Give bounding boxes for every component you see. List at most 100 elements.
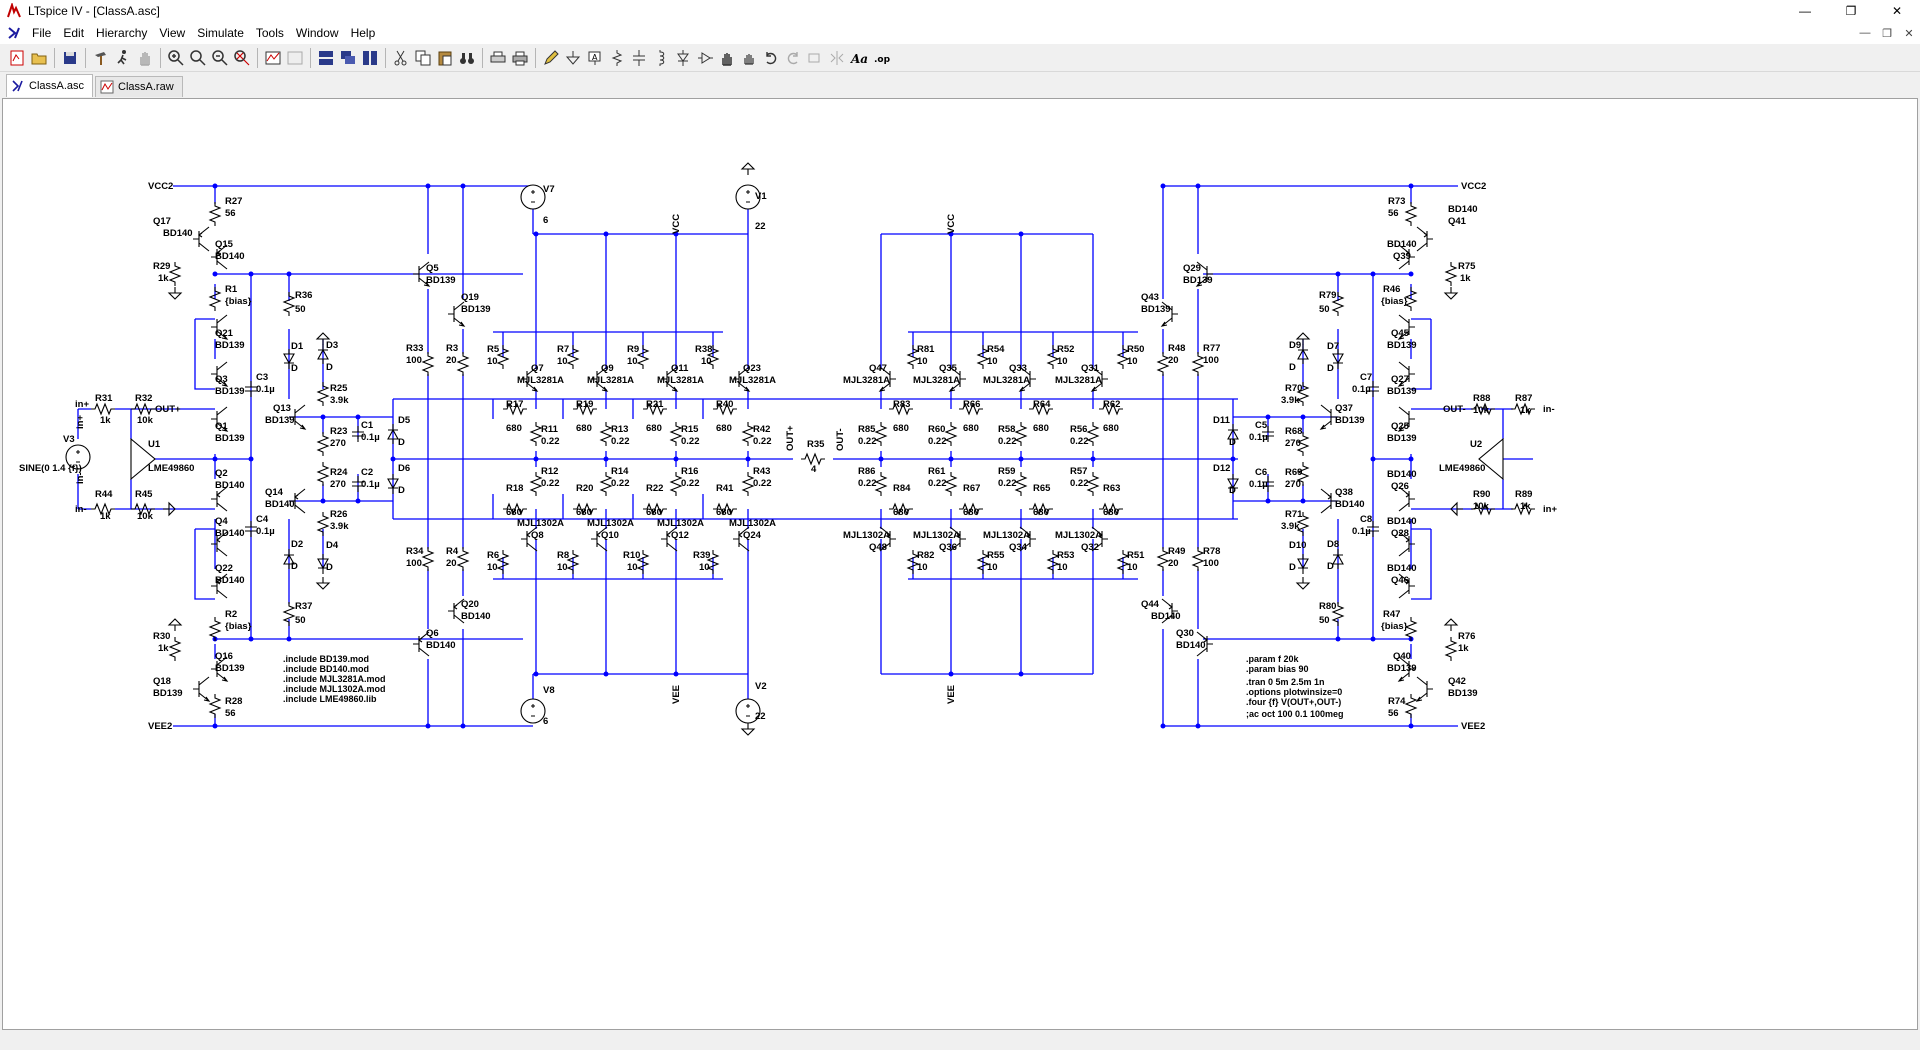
halt-button[interactable] — [134, 47, 156, 69]
capacitor-button[interactable] — [628, 47, 650, 69]
zoom-in-button[interactable] — [165, 47, 187, 69]
component-designator: Q26 — [1391, 481, 1409, 492]
component-value: 100 — [1203, 355, 1219, 366]
component-designator: R16 — [681, 466, 698, 477]
component-designator: R58 — [998, 424, 1015, 435]
toolbar-separator — [257, 47, 258, 68]
text-button[interactable]: Aa — [848, 47, 870, 69]
component-value: 270 — [1285, 479, 1301, 490]
mirror-button[interactable] — [826, 47, 848, 69]
net-labels: VCC2 VEE2 VCC2 VEE2 VCC VEE VCC VEE OUT+… — [75, 181, 1557, 732]
component-designator: R19 — [576, 399, 593, 410]
control-panel-button[interactable] — [90, 47, 112, 69]
find-button[interactable] — [456, 47, 478, 69]
drag-button[interactable] — [738, 47, 760, 69]
printer-icon — [490, 51, 506, 62]
component-designator: Q2 — [215, 468, 228, 479]
resistor-button[interactable] — [606, 47, 628, 69]
component-value: 10 — [487, 562, 498, 573]
menu-help[interactable]: Help — [350, 26, 376, 40]
ground-button[interactable] — [562, 47, 584, 69]
tab-classa-raw[interactable]: ClassA.raw — [95, 76, 183, 97]
inductor-button[interactable] — [650, 47, 672, 69]
tile-horizontal-button[interactable] — [315, 47, 337, 69]
menu-view[interactable]: View — [159, 26, 186, 40]
pan-button[interactable] — [187, 47, 209, 69]
copy-button[interactable] — [412, 47, 434, 69]
zoom-out-button[interactable] — [209, 47, 231, 69]
component-designator: R64 — [1033, 399, 1051, 410]
menu-hierarchy[interactable]: Hierarchy — [96, 26, 148, 40]
document-menu-icon[interactable] — [6, 25, 22, 41]
autorange-button[interactable] — [262, 47, 284, 69]
component-designator: R67 — [963, 483, 980, 494]
spice-directive-icon: .op — [874, 55, 890, 65]
component-designator: R90 — [1473, 489, 1490, 500]
mdi-restore-button[interactable]: ❐ — [1882, 27, 1892, 40]
rotate-icon — [808, 53, 820, 62]
spice-directives-left: .include BD139.mod .include BD140.mod .i… — [283, 654, 386, 704]
component-value: D — [1289, 362, 1296, 373]
new-schematic-button[interactable] — [6, 47, 28, 69]
save-button[interactable] — [59, 47, 81, 69]
component-button[interactable] — [694, 47, 716, 69]
component-value: BD139 — [1335, 415, 1365, 426]
print-button[interactable] — [509, 47, 531, 69]
cascade-button[interactable] — [337, 47, 359, 69]
menu-tools[interactable]: Tools — [255, 26, 284, 40]
component-designator: Q39 — [1393, 251, 1411, 262]
tab-classa-asc[interactable]: ClassA.asc — [6, 74, 94, 97]
zoom-fit-button[interactable] — [231, 47, 253, 69]
component-value: MJL1302A — [587, 518, 634, 529]
net-vee-right: VEE — [946, 685, 957, 704]
net-in-minus-right: in- — [1543, 404, 1555, 415]
tile-vertical-button[interactable] — [359, 47, 381, 69]
hand-icon — [140, 51, 150, 66]
component-designator: C1 — [361, 420, 374, 431]
menu-edit[interactable]: Edit — [63, 26, 85, 40]
paste-button[interactable] — [434, 47, 456, 69]
diode-button[interactable] — [672, 47, 694, 69]
close-button[interactable]: ✕ — [1891, 4, 1903, 18]
component-designator: Q3 — [215, 374, 228, 385]
component-designator: R29 — [153, 261, 170, 272]
redo-button[interactable] — [782, 47, 804, 69]
mdi-minimize-button[interactable]: — — [1859, 26, 1871, 39]
minimize-button[interactable]: — — [1799, 4, 1811, 18]
zoom-in-icon — [168, 49, 184, 66]
label-net-button[interactable]: A — [584, 47, 606, 69]
menu-file[interactable]: File — [32, 26, 52, 40]
directive-line: .tran 0 5m 2.5m 1n — [1246, 677, 1325, 687]
rotate-button[interactable] — [804, 47, 826, 69]
draw-wire-button[interactable] — [540, 47, 562, 69]
run-button[interactable] — [112, 47, 134, 69]
move-button[interactable] — [716, 47, 738, 69]
component-designator: R62 — [1103, 399, 1120, 410]
cut-button[interactable] — [390, 47, 412, 69]
component-designator: R5 — [487, 344, 500, 355]
component-value: 10 — [487, 356, 498, 367]
printer-icon — [512, 51, 528, 65]
v8-value: 6 — [543, 716, 548, 727]
pencil-icon — [544, 49, 559, 65]
component-value: D — [326, 562, 333, 573]
schematic-drawing[interactable]: VCC2 VEE2 VCC2 VEE2 VCC VEE VCC VEE OUT+… — [3, 99, 1917, 1029]
component-value: 270 — [330, 479, 346, 490]
directive-line: .include LME49860.lib — [283, 694, 377, 704]
undo-button[interactable] — [760, 47, 782, 69]
mdi-close-button[interactable]: ✕ — [1904, 27, 1914, 40]
u2-model: LME49860 — [1439, 463, 1485, 474]
open-button[interactable] — [28, 47, 50, 69]
maximize-button[interactable]: ❐ — [1845, 4, 1857, 18]
component-value: MJL1302A — [729, 518, 776, 529]
spice-directive-button[interactable]: .op — [870, 47, 892, 69]
print-preview-button[interactable] — [487, 47, 509, 69]
plot-window-button[interactable] — [284, 47, 306, 69]
menu-simulate[interactable]: Simulate — [197, 26, 244, 40]
menu-window[interactable]: Window — [295, 26, 339, 40]
component-designator: R8 — [557, 550, 569, 561]
component-designator: R14 — [611, 466, 629, 477]
schematic-canvas[interactable]: VCC2 VEE2 VCC2 VEE2 VCC VEE VCC VEE OUT+… — [2, 98, 1918, 1030]
component-value: 680 — [646, 507, 662, 518]
component-value: MJL1302A — [1055, 530, 1102, 541]
